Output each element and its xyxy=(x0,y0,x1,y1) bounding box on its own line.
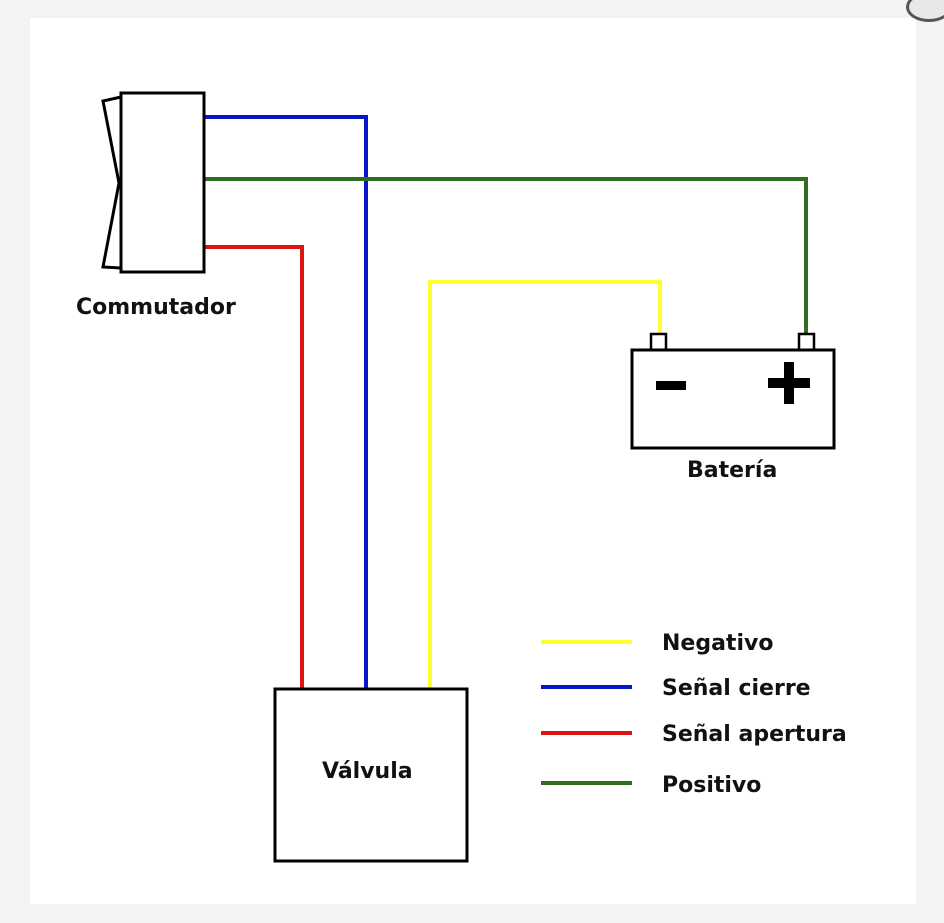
valve-symbol xyxy=(273,687,469,863)
valve-label: Válvula xyxy=(322,759,413,784)
battery-symbol xyxy=(630,332,836,450)
plus-icon xyxy=(768,362,810,404)
page-curl-icon xyxy=(906,0,944,22)
wire-close-signal xyxy=(204,115,368,690)
battery-label: Batería xyxy=(687,458,778,483)
minus-icon xyxy=(656,381,686,390)
wire-positive xyxy=(204,177,808,337)
legend-label-positivo: Positivo xyxy=(662,773,762,798)
switch-symbol xyxy=(101,91,206,274)
legend-label-senal-apertura: Señal apertura xyxy=(662,722,847,747)
legend-label-negativo: Negativo xyxy=(662,631,774,656)
legend-label-senal-cierre: Señal cierre xyxy=(662,676,811,701)
switch-label: Commutador xyxy=(76,295,236,320)
wire-open-signal xyxy=(204,245,304,690)
wire-negative xyxy=(428,280,662,690)
